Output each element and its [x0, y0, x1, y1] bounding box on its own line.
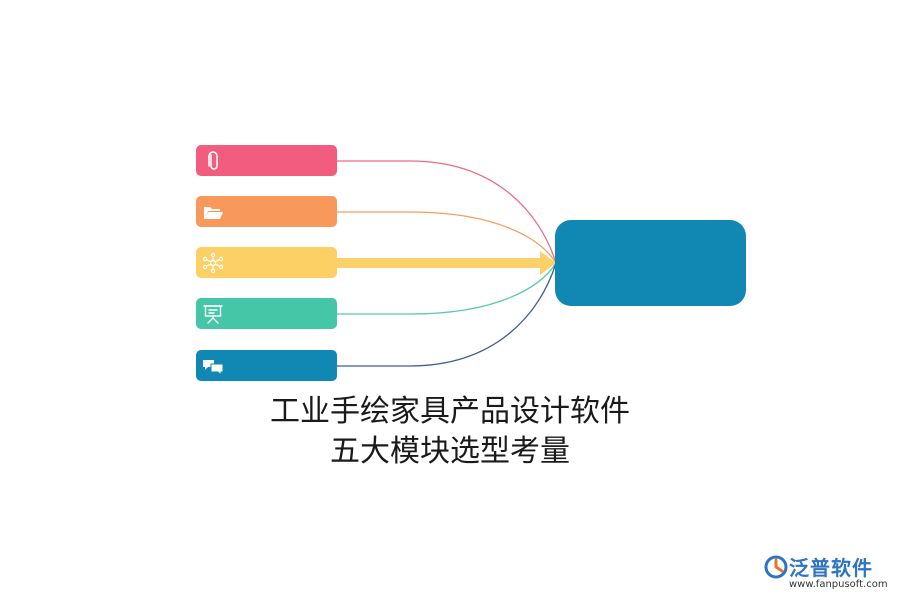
brand-logo-icon	[764, 555, 788, 579]
brand-name: 泛普软件	[789, 556, 873, 580]
module-card-5	[196, 350, 337, 381]
arrow-shaft-3	[337, 258, 541, 268]
module-card-4	[196, 298, 337, 329]
module-card-2	[196, 196, 337, 227]
caption-line-1: 工业手绘家具产品设计软件	[270, 394, 630, 429]
module-card-3	[196, 247, 337, 278]
brand-watermark: 泛普软件 www.fanpusoft.com	[764, 552, 888, 594]
folder-icon	[204, 207, 223, 219]
paperclip-icon	[208, 151, 218, 170]
connector-line-2	[337, 211, 557, 264]
connector-line-5	[337, 262, 557, 367]
presentation-board-icon	[203, 305, 223, 324]
connector-line-1	[337, 160, 557, 264]
brand-url: www.fanpusoft.com	[789, 579, 888, 590]
arrow-head-3	[540, 251, 556, 275]
chat-bubbles-icon	[203, 360, 224, 377]
module-card-1	[196, 145, 337, 176]
target-box	[555, 220, 746, 306]
caption-line-2: 五大模块选型考量	[330, 434, 570, 469]
network-icon	[202, 252, 224, 274]
diagram-caption: 工业手绘家具产品设计软件 五大模块选型考量	[0, 392, 900, 472]
connector-line-4	[337, 262, 557, 315]
